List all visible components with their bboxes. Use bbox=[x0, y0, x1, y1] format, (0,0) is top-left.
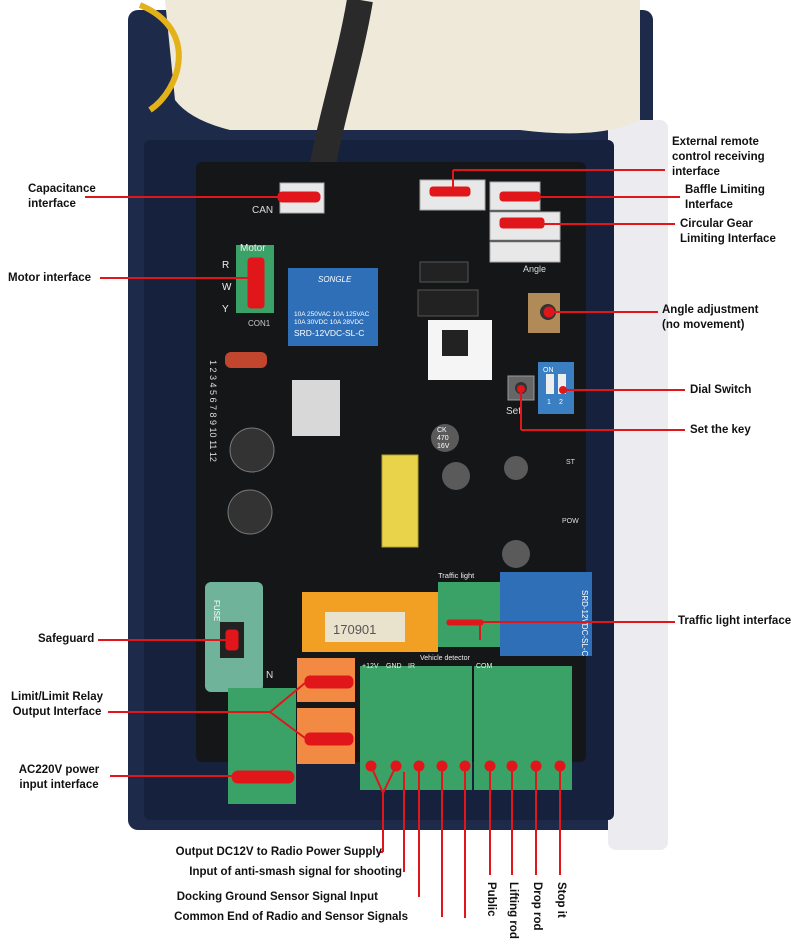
terminal-label-12v: +12V bbox=[362, 663, 379, 670]
terminal-label-ir: IR bbox=[408, 663, 415, 670]
label-angle: Angle adjustment (no movement) bbox=[662, 303, 758, 333]
capacitor-1 bbox=[229, 427, 275, 473]
label-stop-it: Stop it bbox=[555, 882, 567, 918]
label-external-remote: External remote control receiving interf… bbox=[672, 135, 765, 180]
label-ground-sensor: Docking Ground Sensor Signal Input bbox=[176, 891, 378, 903]
label-set-key: Set the key bbox=[690, 424, 751, 436]
label-limit-relay: Limit/Limit Relay Output Interface bbox=[6, 690, 108, 720]
label-external-remote-line2: control receiving bbox=[672, 151, 765, 163]
heat-sink bbox=[292, 380, 340, 436]
label-motor: Motor interface bbox=[8, 272, 92, 284]
st-label: ST bbox=[566, 459, 576, 466]
qr-code bbox=[442, 330, 468, 356]
con1-label: CON1 bbox=[248, 319, 271, 328]
resistor bbox=[225, 352, 267, 368]
label-ac220-line2: input interface bbox=[19, 779, 99, 791]
yellow-wire bbox=[138, 2, 182, 113]
set-label: Set bbox=[506, 406, 521, 417]
traffic-label: Traffic light bbox=[438, 571, 475, 580]
fuse-box-code: 170901 bbox=[333, 622, 376, 637]
ic-chip-2 bbox=[417, 289, 479, 317]
label-drop-rod: Drop rod bbox=[531, 882, 543, 931]
label-circular-gear-line1: Circular Gear bbox=[680, 218, 753, 230]
terminal-label-vehicle: Vehicle detector bbox=[420, 655, 470, 662]
capacitor-2 bbox=[227, 489, 273, 535]
dial-toggle-2 bbox=[558, 374, 566, 394]
label-baffle-line2: Interface bbox=[685, 199, 733, 211]
capacitor-4 bbox=[442, 462, 470, 490]
label-limit-relay-line2: Output Interface bbox=[12, 706, 102, 718]
label-safeguard: Safeguard bbox=[38, 633, 95, 645]
label-dc12v-output: Output DC12V to Radio Power Supply bbox=[175, 846, 382, 858]
relay-spec-2: 10A 30VDC 10A 28VDC bbox=[294, 319, 364, 326]
label-circular-gear-line2: Limiting Interface bbox=[680, 233, 776, 245]
cap-text-2: 470 bbox=[437, 435, 449, 442]
side-numbers: 1 2 3 4 5 6 7 8 9 10 11 12 bbox=[208, 360, 218, 462]
angle-label: Angle bbox=[523, 264, 546, 274]
label-common-end: Common End of Radio and Sensor Signals bbox=[174, 911, 408, 923]
dial-num-1: 1 bbox=[547, 399, 551, 406]
enclosure-right-wall bbox=[608, 120, 668, 850]
relay-spec-1: 10A 250VAC 10A 125VAC bbox=[294, 311, 370, 318]
capacitor-6 bbox=[502, 540, 530, 568]
can-label: CAN bbox=[252, 205, 273, 216]
dial-num-2: 2 bbox=[559, 399, 563, 406]
label-capacitance-line1: Capacitance bbox=[28, 183, 96, 195]
relay-orange-sticker bbox=[325, 612, 405, 642]
capacitor-5 bbox=[504, 456, 528, 480]
ic-chip-1 bbox=[419, 261, 469, 283]
angle-connector bbox=[489, 241, 561, 263]
label-baffle: Baffle Limiting Interface bbox=[685, 183, 765, 213]
label-dial-switch: Dial Switch bbox=[690, 384, 752, 396]
label-angle-line1: Angle adjustment bbox=[662, 304, 759, 316]
control-terminal bbox=[474, 666, 572, 790]
signal-terminal bbox=[360, 666, 472, 790]
cap-text-3: 16V bbox=[437, 443, 450, 450]
label-limit-relay-line1: Limit/Limit Relay bbox=[10, 691, 104, 703]
label-circular-gear: Circular Gear Limiting Interface bbox=[680, 217, 776, 247]
motor-label: Motor bbox=[240, 243, 266, 254]
motor-pin-r: R bbox=[222, 260, 229, 271]
terminal-label-com: COM bbox=[476, 663, 493, 670]
label-external-remote-line3: interface bbox=[672, 166, 720, 178]
dial-on-label: ON bbox=[543, 367, 554, 374]
motor-capacitor bbox=[165, 0, 640, 134]
motor-pin-y: Y bbox=[222, 304, 229, 315]
label-traffic-light: Traffic light interface bbox=[678, 615, 792, 627]
relay2-model: SRD-12VDC-SL-C bbox=[580, 590, 589, 656]
relay-top bbox=[288, 268, 378, 346]
n-label: N bbox=[266, 670, 273, 681]
pow-label: POW bbox=[562, 518, 579, 525]
ac-terminal bbox=[228, 688, 296, 804]
label-lifting-rod: Lifting rod bbox=[507, 882, 519, 939]
traffic-light-connector bbox=[438, 582, 502, 647]
fuse-label: FUSE bbox=[212, 600, 221, 621]
label-anti-smash: Input of anti-smash signal for shooting bbox=[189, 866, 402, 878]
label-capacitance: Capacitance interface bbox=[28, 182, 96, 212]
callouts bbox=[85, 169, 685, 918]
label-ac220: AC220V power input interface bbox=[12, 763, 106, 793]
terminal-label-gnd: GND bbox=[386, 663, 402, 670]
transformer bbox=[381, 454, 419, 548]
dial-switch bbox=[538, 362, 574, 414]
label-baffle-line1: Baffle Limiting bbox=[685, 184, 765, 196]
motor-pin-w: W bbox=[222, 282, 232, 293]
relay-brand: SONGLE bbox=[318, 275, 352, 284]
relay-bottom bbox=[500, 572, 592, 656]
relay-model: SRD-12VDC-SL-C bbox=[294, 328, 364, 338]
capacitor-3 bbox=[431, 424, 459, 452]
label-angle-line2: (no movement) bbox=[662, 319, 745, 331]
label-ac220-line1: AC220V power bbox=[18, 764, 100, 776]
cap-text-1: CK bbox=[437, 427, 447, 434]
label-capacitance-line2: interface bbox=[28, 198, 76, 210]
dial-toggle-1 bbox=[546, 374, 554, 394]
label-external-remote-line1: External remote bbox=[672, 136, 759, 148]
label-public: Public bbox=[485, 882, 497, 917]
